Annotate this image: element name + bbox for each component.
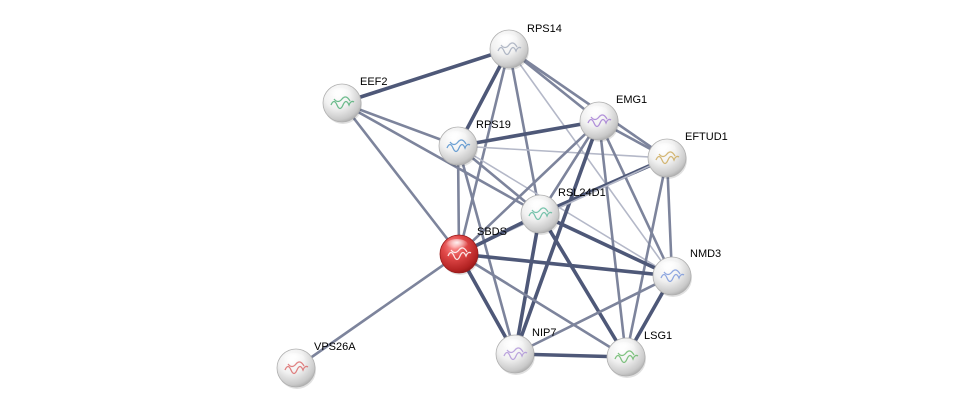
node-shine (586, 106, 608, 118)
node-rps14[interactable]: RPS14 (489, 23, 562, 70)
node-eef2[interactable]: EEF2 (322, 76, 388, 124)
edge-eef2-rsl24d1[interactable] (340, 101, 542, 216)
node-label-vps26a: VPS26A (314, 341, 356, 353)
node-rsl24d1[interactable]: RSL24D1 (520, 187, 606, 235)
node-lsg1[interactable]: LSG1 (606, 330, 672, 378)
node-shine (613, 342, 635, 354)
edge-nmd3-nip7[interactable] (513, 274, 674, 356)
node-shine (329, 88, 351, 100)
edge-rps14-rsl24d1[interactable] (507, 47, 542, 216)
edge-emg1-nmd3[interactable] (597, 119, 674, 278)
node-vps26a[interactable]: VPS26A (276, 341, 356, 389)
edge-rps19-nip7[interactable] (456, 144, 517, 356)
edge-eftud1-nmd3[interactable] (665, 156, 674, 278)
node-eftud1[interactable]: EFTUD1 (647, 131, 728, 179)
edge-rps14-nmd3[interactable] (508, 48, 673, 277)
node-label-emg1: EMG1 (616, 94, 647, 106)
edge-eef2-rps19[interactable] (340, 101, 460, 148)
node-emg1[interactable]: EMG1 (579, 94, 647, 142)
edge-emg1-lsg1[interactable] (597, 119, 628, 359)
node-label-nmd3: NMD3 (690, 248, 721, 260)
node-label-nip7: NIP7 (532, 327, 556, 339)
edge-rsl24d1-nip7[interactable] (513, 212, 542, 356)
edge-eftud1-lsg1[interactable] (624, 156, 669, 359)
edge-rps19-eftud1[interactable] (457, 145, 668, 159)
node-shine (502, 339, 524, 351)
edge-emg1-sbds[interactable] (457, 119, 601, 256)
node-label-eftud1: EFTUD1 (685, 131, 728, 143)
edge-rps14-eftud1[interactable] (507, 47, 669, 160)
node-label-rsl24d1: RSL24D1 (558, 187, 606, 199)
node-label-lsg1: LSG1 (644, 330, 672, 342)
node-shine (446, 239, 468, 251)
node-label-eef2: EEF2 (360, 76, 388, 88)
node-label-rps19: RPS19 (476, 119, 511, 131)
node-nip7[interactable]: NIP7 (495, 327, 556, 375)
node-sbds[interactable]: SBDS (439, 226, 507, 275)
node-label-rps14: RPS14 (527, 23, 562, 35)
node-shine (283, 353, 305, 365)
edge-rsl24d1-lsg1[interactable] (538, 212, 628, 359)
edge-sbds-vps26a[interactable] (294, 252, 461, 370)
node-label-sbds: SBDS (477, 226, 507, 238)
node-shine (445, 131, 467, 143)
edge-rps19-emg1[interactable] (456, 119, 601, 148)
edge-rps14-sbds[interactable] (457, 47, 511, 256)
edge-eef2-sbds[interactable] (340, 101, 461, 256)
node-rps19[interactable]: RPS19 (438, 119, 511, 167)
edge-eef2-rps14[interactable] (340, 47, 511, 105)
node-shine (659, 261, 681, 273)
node-shine (654, 143, 676, 155)
edge-sbds-nmd3[interactable] (457, 252, 674, 278)
edge-emg1-nip7[interactable] (513, 119, 601, 356)
node-shine (527, 199, 549, 211)
edge-rsl24d1-nmd3[interactable] (538, 212, 674, 278)
edge-sbds-lsg1[interactable] (457, 252, 628, 359)
node-shine (496, 34, 518, 46)
node-nmd3[interactable]: NMD3 (652, 248, 721, 297)
